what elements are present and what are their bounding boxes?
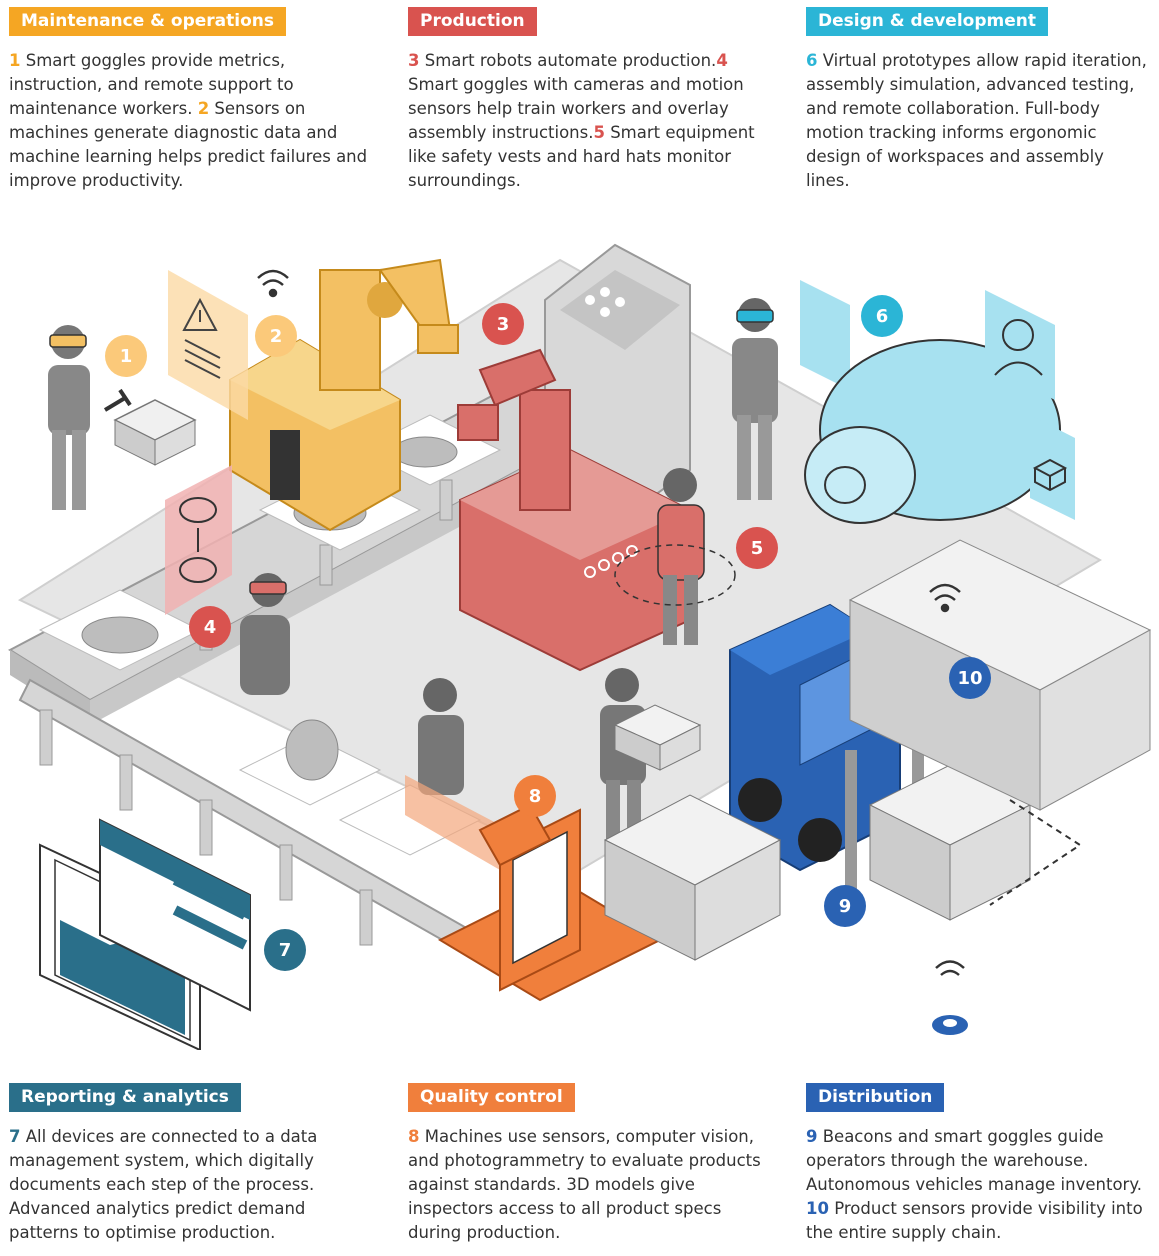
design-worker [732, 298, 778, 500]
beacon-icon [932, 960, 968, 1035]
smart-goggles-icon [49, 334, 87, 348]
warehouse-boxes [848, 539, 1152, 811]
maintenance-worker [48, 325, 90, 510]
guide-path [989, 799, 1082, 906]
warning-icon [182, 297, 221, 379]
smart-factory-illustration: 1 2 3 4 5 6 7 8 9 10 [7, 243, 1152, 1050]
section-title-production: Production [408, 7, 537, 36]
wifi-icon [929, 583, 961, 613]
safety-vest-worker [614, 468, 736, 645]
section-text-production: 3 Smart robots automate production.4 Sma… [408, 49, 768, 193]
section-maintenance: Maintenance & operations 1 Smart goggles… [9, 7, 369, 193]
item-number: 4 [716, 51, 728, 70]
motor-prototype-icon [804, 339, 1061, 524]
section-title-maintenance: Maintenance & operations [9, 7, 287, 36]
smart-goggles-icon [249, 581, 287, 595]
prototype-hologram [800, 280, 850, 390]
section-text-quality: 8 Machines use sensors, computer vision,… [408, 1125, 768, 1245]
item-text: Sensors on machines generate diagnostic … [9, 99, 368, 190]
item-number: 1 [9, 51, 21, 70]
cube-icon [1032, 458, 1068, 492]
marker-10: 10 [949, 657, 991, 699]
marker-3: 3 [482, 303, 524, 345]
section-design: Design & development 6 Virtual prototype… [806, 7, 1151, 193]
item-number: 5 [593, 123, 605, 142]
section-text-distribution: 9 Beacons and smart goggles guide operat… [806, 1125, 1156, 1245]
section-title-reporting: Reporting & analytics [9, 1083, 241, 1112]
section-reporting: Reporting & analytics 7 All devices are … [9, 1083, 369, 1245]
marker-label: 2 [270, 326, 283, 347]
safety-vest-icon [657, 504, 705, 581]
forklift-icon [729, 603, 924, 890]
item-number: 2 [197, 99, 210, 118]
sensor-hologram [168, 270, 248, 420]
marker-7: 7 [264, 929, 306, 971]
item-text: Product sensors provide visibility into … [806, 1199, 1143, 1242]
smart-goggles-icon [736, 309, 774, 323]
item-text: Smart equipment like safety vests and ha… [408, 123, 755, 190]
vision-beam [405, 775, 500, 870]
marker-label: 7 [279, 940, 292, 961]
marker-label: 5 [751, 538, 764, 559]
marker-label: 10 [957, 668, 982, 689]
item-text: Smart goggles provide metrics, instructi… [9, 51, 294, 118]
marker-6: 6 [861, 295, 903, 337]
section-title-distribution: Distribution [806, 1083, 945, 1112]
item-text: Virtual prototypes allow rapid iteration… [806, 51, 1147, 190]
robot-arm-icon [229, 258, 459, 532]
section-quality: Quality control 8 Machines use sensors, … [408, 1083, 768, 1245]
marker-8: 8 [514, 775, 556, 817]
section-text-maintenance: 1 Smart goggles provide metrics, instruc… [9, 49, 369, 193]
gear-icon [179, 497, 217, 583]
item-text: Beacons and smart goggles guide operator… [806, 1127, 1142, 1194]
marker-4: 4 [189, 606, 231, 648]
toolbox-icon [113, 399, 197, 466]
marker-label: 1 [120, 346, 133, 367]
item-text: Smart robots automate production. [419, 51, 717, 70]
item-number: 10 [806, 1199, 829, 1218]
marker-1: 1 [105, 335, 147, 377]
item-number: 3 [408, 51, 420, 70]
box-icon [613, 704, 702, 771]
wrench-icon [103, 388, 132, 412]
person-avatar-icon [994, 319, 1043, 376]
marker-label: 8 [529, 786, 542, 807]
control-panel-icon [544, 243, 691, 522]
dashboard-icon [39, 818, 251, 1050]
section-distribution: Distribution 9 Beacons and smart goggles… [806, 1083, 1156, 1245]
marker-2: 2 [255, 315, 297, 357]
marker-label: 6 [876, 306, 889, 327]
assembly-worker [240, 573, 290, 695]
item-number: 6 [806, 51, 818, 70]
marker-label: 4 [204, 617, 217, 638]
section-text-reporting: 7 All devices are connected to a data ma… [9, 1125, 369, 1245]
item-number: 7 [9, 1127, 21, 1146]
item-text: Smart goggles with cameras and motion se… [408, 75, 744, 142]
inspection-worker [418, 678, 464, 795]
item-text: All devices are connected to a data mana… [9, 1127, 318, 1242]
section-title-design: Design & development [806, 7, 1048, 36]
marker-label: 9 [839, 896, 852, 917]
marker-label: 3 [497, 314, 510, 335]
marker-9: 9 [824, 885, 866, 927]
section-production: Production 3 Smart robots automate produ… [408, 7, 768, 193]
item-text: Machines use sensors, computer vision, a… [408, 1127, 761, 1242]
wifi-icon [257, 269, 289, 298]
item-number: 9 [806, 1127, 818, 1146]
section-text-design: 6 Virtual prototypes allow rapid iterati… [806, 49, 1151, 193]
marker-5: 5 [736, 527, 778, 569]
section-title-quality: Quality control [408, 1083, 575, 1112]
robot-arm-icon [457, 348, 691, 672]
box-icon [603, 794, 782, 961]
warehouse-worker [600, 668, 646, 850]
item-number: 8 [408, 1127, 420, 1146]
